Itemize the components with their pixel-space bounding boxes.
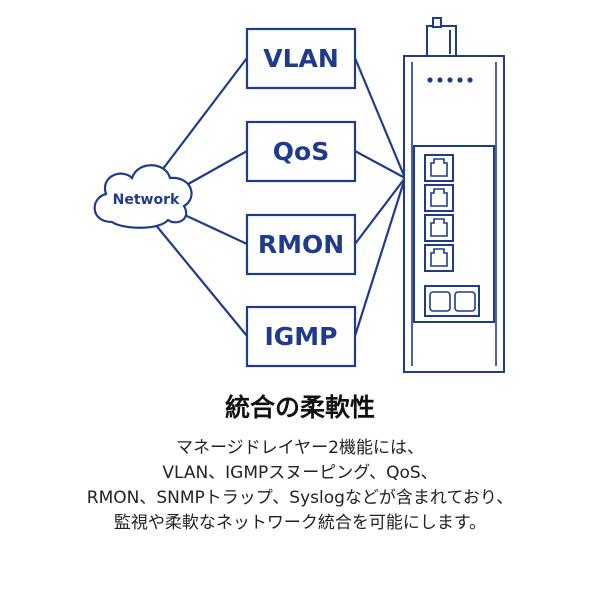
function-box-vlan: VLAN	[245, 27, 357, 90]
network-function-diagram: Network VLAN QoS RMON IGMP	[93, 17, 505, 373]
function-box-rmon: RMON	[245, 213, 357, 276]
network-cloud: Network	[93, 164, 193, 229]
ethernet-port-4	[424, 244, 454, 272]
function-label-igmp: IGMP	[264, 322, 337, 351]
sfp-port-pair	[424, 285, 480, 317]
description-line-1: マネージドレイヤー2機能には、	[176, 438, 424, 458]
switch-connector-lines	[353, 57, 407, 337]
ethernet-port-3	[424, 214, 454, 242]
cloud-icon	[93, 164, 193, 229]
function-label-vlan: VLAN	[263, 44, 339, 73]
status-led-row	[427, 77, 473, 83]
din-rail-network-switch-icon	[403, 17, 505, 373]
description-line-2: VLAN、IGMPスヌーピング、QoS、	[162, 463, 438, 483]
description-line-3: RMON、SNMPトラップ、Syslogなどが含まれており、	[86, 488, 514, 508]
description-line-4: 監視や柔軟なネットワーク統合を可能にします。	[113, 513, 487, 533]
ethernet-port-1	[424, 154, 454, 182]
cloud-label: Network	[113, 192, 180, 208]
description: マネージドレイヤー2機能には、 VLAN、IGMPスヌーピング、QoS、 RMO…	[0, 436, 600, 536]
function-label-qos: QoS	[273, 137, 329, 166]
function-box-igmp: IGMP	[245, 305, 357, 368]
ethernet-port-2	[424, 184, 454, 212]
power-connector	[426, 25, 457, 57]
function-label-rmon: RMON	[258, 230, 344, 259]
function-box-qos: QoS	[245, 120, 357, 183]
section-title: 統合の柔軟性	[224, 393, 375, 422]
